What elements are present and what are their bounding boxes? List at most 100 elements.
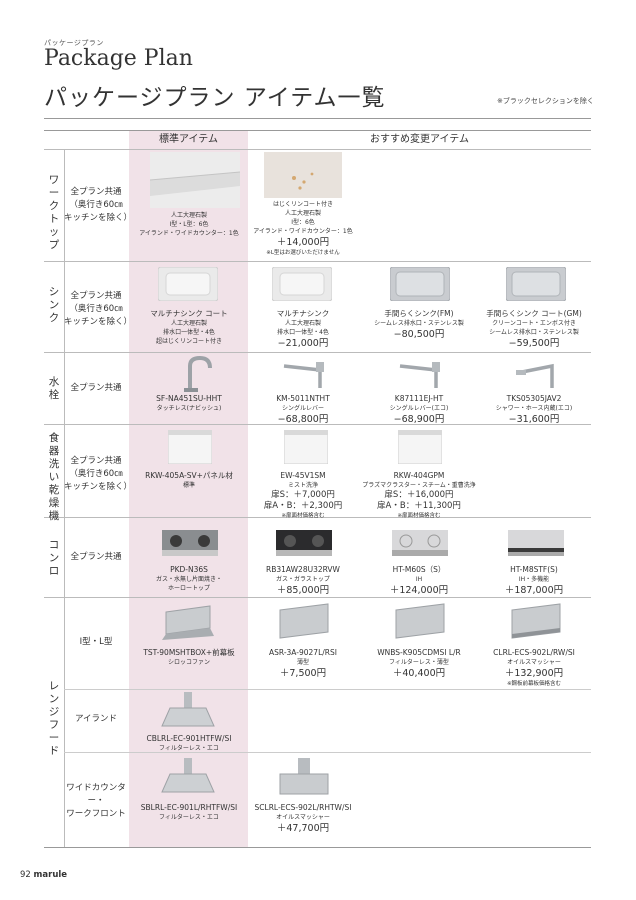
note: ※鋼板前幕板価格含む	[506, 681, 562, 687]
page-number: 92	[20, 870, 31, 880]
spec-line: アイランド・ワイドカウンター：1色	[253, 228, 353, 235]
price: 扉A・B：＋2,300円	[263, 501, 343, 511]
stove-option3-text: HT-M8STF(S) IH・多機能 ＋187,000円	[475, 564, 593, 597]
sub-line: ワイドカウンター・	[66, 783, 126, 806]
sub-worktop: 全プラン共通 （奥行き60㎝ キッチンを除く）	[64, 186, 132, 225]
model: EW-45V1SM	[280, 471, 326, 480]
hood-wide-standard-image	[161, 758, 215, 793]
hood-il-standard-text: TST-90MSHTBOX+前幕板 シロッコファン	[130, 647, 248, 667]
sub-hood-island: アイランド	[64, 713, 128, 726]
model: SBLRL-EC-901L/RHTFW/SI	[140, 803, 238, 812]
sub-line: キッチンを除く）	[64, 317, 133, 327]
header-note: ※ブラックセレクションを除く	[497, 97, 594, 105]
stove-option1-image	[276, 530, 332, 556]
hood-wide-standard-text: SBLRL-EC-901L/RHTFW/SI フィルターレス・エコ	[130, 802, 248, 822]
faucet-option2-image	[399, 362, 440, 388]
stove-option3-image	[508, 530, 564, 556]
column-header-standard: 標準アイテム	[159, 134, 218, 145]
sub-line: （奥行き60㎝	[69, 304, 123, 314]
worktop-standard-image	[150, 152, 240, 208]
price: −68,900円	[393, 414, 445, 425]
table-bottom-rule	[44, 847, 591, 848]
sub-line: （奥行き60㎝	[69, 200, 123, 210]
spec-line: シームレス排水口・ステンレス製	[374, 320, 464, 327]
spec-line: ホーロートップ	[167, 585, 210, 592]
spec-line: シングルレバー(エコ)	[389, 405, 449, 412]
model: ASR-3A-9027L/RSI	[269, 648, 337, 657]
model: マルチナシンク	[276, 309, 330, 318]
hood-wide-option1-text: SCLRL-ECS-902L/RHTW/SI オイルスマッシャー ＋47,700…	[244, 802, 362, 835]
sub-stove: 全プラン共通	[64, 551, 128, 564]
faucet-option3-image	[516, 363, 554, 388]
price: ＋124,000円	[389, 585, 449, 596]
stove-option2-text: HT-M60S（S） IH ＋124,000円	[360, 564, 478, 597]
spec-line: 人工大理石製	[284, 320, 321, 327]
top-divider	[44, 118, 591, 119]
model: SF-NA451SU-HHT	[156, 394, 222, 403]
faucet-standard-text: SF-NA451SU-HHT タッチレス(ナビッシュ)	[130, 393, 248, 413]
price: −21,000円	[277, 338, 329, 349]
spec-line: ガス・水無し片面焼き・	[155, 576, 222, 583]
spec-line: 人工大理石製	[284, 210, 321, 217]
page-title-en: Package Plan	[44, 46, 193, 71]
spec-line: フィルターレス・薄型	[389, 659, 449, 666]
model: RKW-405A-SV+パネル材	[145, 471, 233, 480]
spec-line: シャワー・ホース内蔵(エコ)	[495, 405, 573, 412]
sink-option2-image	[390, 267, 450, 301]
price: ＋14,000円	[276, 237, 330, 248]
spec-line: フィルターレス・エコ	[159, 814, 219, 821]
note: ※扉面材価格含む	[397, 513, 441, 519]
sub-hood-il: I型・L型	[64, 636, 128, 649]
spec-line: 人工大理石製	[170, 212, 207, 219]
sub-row-divider	[64, 752, 591, 753]
sub-line: アイランド	[74, 714, 118, 724]
price: −59,500円	[508, 338, 560, 349]
stove-option2-image	[392, 530, 448, 556]
hood-island-standard-text: CBLRL-EC-901HTFW/SI フィルターレス・エコ	[130, 733, 248, 753]
category-stove: コンロ	[48, 539, 60, 577]
row-divider	[44, 424, 591, 425]
sub-line: 全プラン共通	[70, 552, 122, 562]
spec-line: ガス・ガラストップ	[276, 576, 330, 583]
sink-option1-text: マルチナシンク 人工大理石製 排水口一体型・4色 −21,000円	[244, 308, 362, 350]
category-hood: レンジフード	[48, 680, 60, 757]
faucet-option1-image	[283, 362, 324, 388]
hood-il-option2-text: WNBS-K905CDMSI L/R フィルターレス・薄型 ＋40,400円	[360, 647, 478, 680]
spec-line: フィルターレス・エコ	[159, 745, 219, 752]
spec-line: アイランド・ワイドカウンター：1色	[139, 230, 239, 237]
model: HT-M60S（S）	[392, 565, 446, 574]
spec-line: 排水口一体型・4色	[277, 329, 329, 336]
note: ※L型はお選びいただけません	[266, 250, 340, 256]
page-footer: 92 marule	[20, 870, 67, 880]
sub-sink: 全プラン共通 （奥行き60㎝ キッチンを除く）	[64, 290, 133, 329]
price: ＋47,700円	[276, 823, 330, 834]
sub-row-divider	[64, 689, 591, 690]
model: HT-M8STF(S)	[510, 565, 558, 574]
sub-line: （奥行き60㎝	[69, 469, 123, 479]
model: CLRL-ECS-902L/RW/SI	[493, 648, 575, 657]
dishwasher-option1-text: EW-45V1SM ミスト洗浄 扉S：＋7,000円 扉A・B：＋2,300円 …	[244, 470, 362, 521]
stove-standard-image	[162, 530, 218, 556]
sink-option2-text: 手間らくシンク(FM) シームレス排水口・ステンレス製 −80,500円	[360, 308, 478, 341]
category-dishwasher: 食器洗い乾燥機	[48, 432, 60, 522]
stove-standard-text: PKD-N36S ガス・水無し片面焼き・ ホーロートップ	[130, 564, 248, 593]
hood-il-option3-text: CLRL-ECS-902L/RW/SI オイルスマッシャー ＋132,900円 …	[475, 647, 593, 689]
sub-line: 全プラン共通	[70, 383, 122, 393]
spec-line: オイルスマッシャー	[276, 814, 330, 821]
price: −80,500円	[393, 329, 445, 340]
spec-line: 標準	[182, 482, 195, 489]
sub-line: 全プラン共通	[70, 456, 122, 466]
faucet-option1-text: KM-5011NTHT シングルレバー −68,800円	[244, 393, 362, 426]
spec-line: IH・多機能	[518, 576, 550, 583]
spec-line: 超はじくリンコート付き	[155, 338, 222, 345]
sub-line: ワークフロント	[66, 809, 126, 819]
sink-option1-image	[272, 267, 332, 301]
spec-line: オイルスマッシャー	[507, 659, 561, 666]
dishwasher-option2-text: RKW-404GPM プラズマクラスター・スチーム・重曹洗浄 扉S：＋16,00…	[360, 470, 478, 521]
hood-wide-option1-image	[279, 758, 329, 795]
price: ＋40,400円	[392, 668, 446, 679]
model: CBLRL-EC-901HTFW/SI	[146, 734, 232, 743]
stove-option1-text: RB31AW28U32RVW ガス・ガラストップ ＋85,000円	[244, 564, 362, 597]
model: WNBS-K905CDMSI L/R	[377, 648, 461, 657]
sink-standard-image	[158, 267, 218, 301]
